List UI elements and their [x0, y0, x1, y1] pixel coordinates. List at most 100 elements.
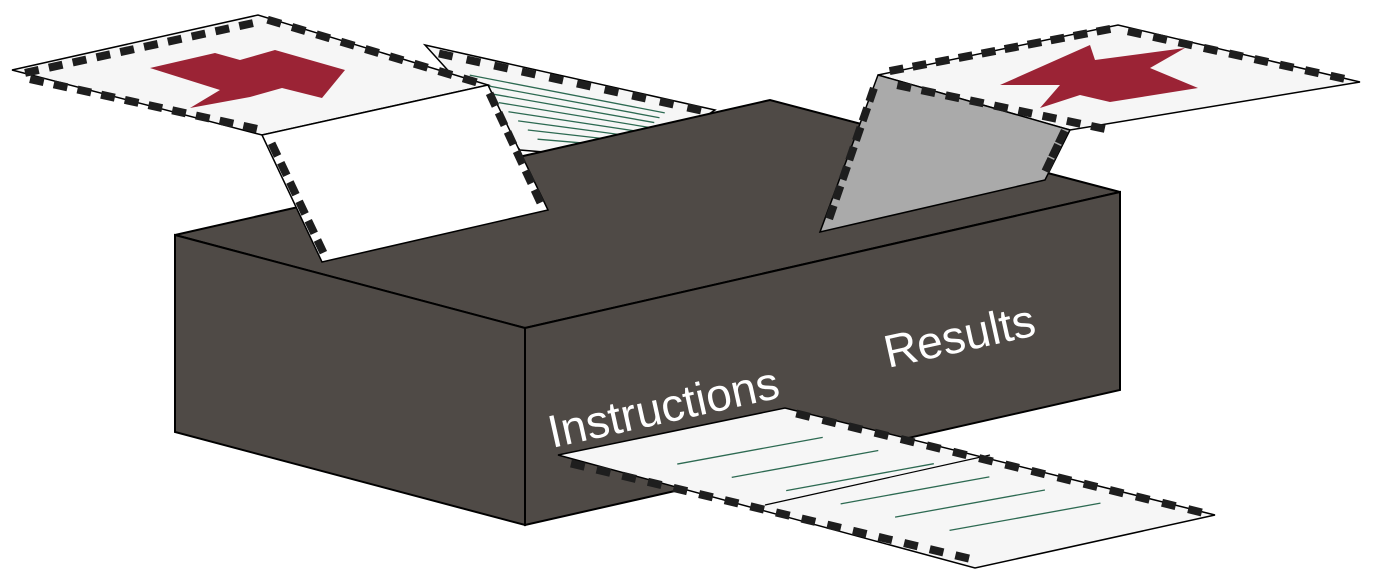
sprocket-hole: [438, 49, 454, 61]
input-paper: [11, 14, 550, 263]
text-line: [479, 83, 660, 119]
sprocket-hole: [978, 454, 994, 466]
sprocket-hole: [530, 188, 545, 205]
sprocket-hole: [143, 39, 159, 51]
sprocket-hole: [521, 168, 536, 186]
sprocket-hole: [672, 484, 689, 496]
sprocket-hole: [832, 184, 845, 201]
sprocket-hole: [1056, 473, 1073, 485]
sprocket-hole: [304, 218, 318, 236]
sprocket-hole: [957, 51, 974, 62]
sprocket-hole: [238, 19, 254, 31]
text-line: [677, 436, 823, 465]
sprocket-hole: [1134, 492, 1151, 504]
text-line: [498, 101, 650, 129]
sprocket-hole: [944, 91, 961, 103]
sprocket-hole: [119, 45, 135, 57]
sprocket-hole: [214, 24, 230, 36]
sprocket-hole: [1329, 71, 1346, 83]
sprocket-hole: [277, 160, 291, 178]
text-line: [894, 489, 1046, 518]
sprocket-hole: [911, 60, 928, 71]
sprocket-hole: [1082, 479, 1099, 491]
sprocket-hole: [851, 526, 868, 538]
sprocket-hole: [775, 508, 791, 520]
sprocket-hole: [873, 428, 890, 440]
sprocket-hole: [646, 477, 663, 489]
sprocket-hole: [925, 441, 942, 453]
sprocket-hole: [437, 67, 454, 79]
text-line: [786, 463, 934, 492]
sprocket-hole: [1253, 55, 1270, 66]
sprocket-hole: [847, 422, 864, 434]
sprocket-hole: [1108, 486, 1125, 498]
text-line: [840, 476, 990, 505]
sprocket-hole: [969, 96, 985, 108]
sprocket-hole: [1304, 66, 1320, 78]
sprocket-hole: [286, 180, 300, 197]
sprocket-hole: [76, 85, 92, 97]
sprocket-hole: [934, 55, 951, 67]
sprocket-hole: [52, 80, 69, 92]
sprocket-hole: [71, 55, 88, 67]
sprocket-hole: [465, 55, 482, 67]
sprocket-hole: [826, 520, 842, 532]
sprocket-hole: [520, 67, 537, 79]
sprocket-hole: [980, 46, 997, 58]
sprocket-hole: [903, 539, 919, 551]
sprocket-hole: [29, 75, 45, 87]
sprocket-hole: [865, 86, 878, 103]
sprocket-hole: [821, 416, 837, 428]
sprocket-hole: [800, 514, 817, 526]
sprocket-hole: [749, 502, 765, 514]
sprocket-hole: [686, 103, 702, 115]
text-line: [469, 74, 665, 114]
sprocket-hole: [503, 130, 518, 147]
sprocket-hole: [1228, 49, 1244, 61]
sprocket-hole: [1004, 460, 1020, 472]
sprocket-hole: [858, 106, 871, 123]
sprocket-hole: [603, 85, 620, 97]
sprocket-hole: [413, 59, 429, 72]
sprocket-hole: [576, 79, 592, 91]
sprocket-hole: [95, 50, 111, 62]
sprocket-hole: [1065, 116, 1082, 128]
sprocket-hole: [548, 73, 564, 85]
sprocket-hole: [1026, 38, 1043, 49]
sprocket-hole: [1017, 106, 1033, 118]
sprocket-hole: [1055, 128, 1069, 146]
sprocket-hole: [1003, 42, 1020, 54]
sprocket-hole: [218, 116, 235, 128]
sprocket-hole: [888, 64, 905, 76]
arrow-right-icon: [150, 50, 345, 108]
text-line: [508, 111, 644, 133]
sprocket-hole: [877, 533, 894, 545]
sprocket-hole: [621, 471, 637, 483]
sprocket-hole: [266, 15, 283, 28]
sprocket-hole: [928, 545, 945, 557]
sprocket-hole: [595, 465, 612, 477]
sprocket-hole: [631, 91, 647, 103]
sprocket-hole: [167, 34, 183, 46]
sprocket-hole: [485, 91, 500, 108]
sprocket-hole: [512, 149, 527, 166]
sprocket-hole: [1152, 32, 1168, 44]
sprocket-hole: [147, 101, 164, 113]
sprocket-hole: [723, 496, 740, 508]
sprocket-hole: [461, 74, 478, 87]
text-line: [488, 92, 655, 124]
text-line: [731, 449, 879, 478]
sprocket-hole: [100, 90, 116, 102]
sprocket-hole: [388, 52, 405, 65]
sprocket-hole: [171, 106, 187, 118]
sprocket-hole: [795, 409, 811, 421]
sprocket-hole: [1177, 38, 1194, 50]
sprocket-hole: [493, 61, 509, 73]
sprocket-hole: [24, 65, 40, 77]
sprocket-hole: [195, 111, 211, 123]
sprocket-hole: [993, 101, 1009, 113]
front-paper-sprockets: [570, 409, 1203, 563]
sprocket-hole: [1049, 33, 1066, 45]
sprocket-hole: [339, 37, 356, 50]
arrow-left-icon: [1000, 45, 1198, 108]
